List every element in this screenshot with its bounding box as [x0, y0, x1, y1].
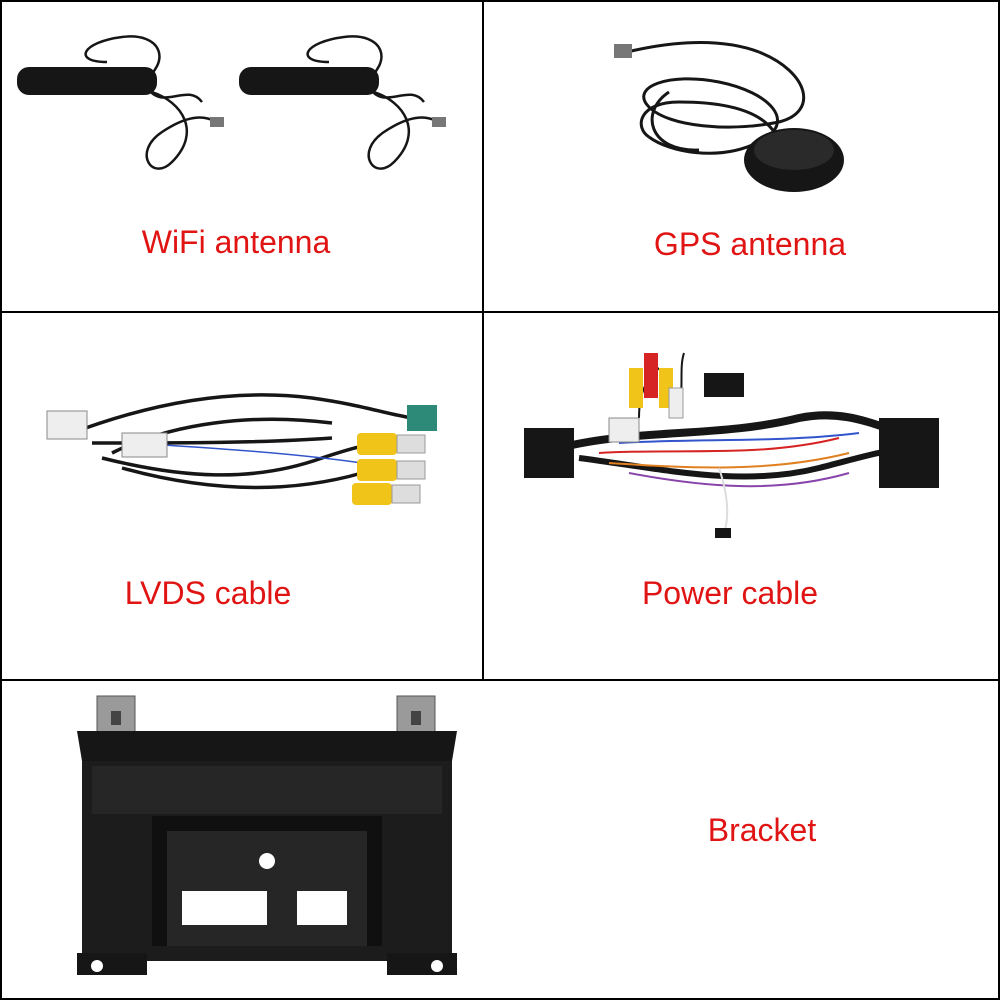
- cell-gps-antenna: GPS antenna: [484, 2, 998, 311]
- lvds-cable-icon: [46, 393, 437, 505]
- cell-bracket: Bracket: [2, 681, 998, 998]
- cell-power-cable: Power cable: [484, 313, 998, 679]
- item-label: LVDS cable: [124, 575, 292, 611]
- divider-column: [482, 0, 484, 681]
- item-label: GPS antenna: [653, 226, 847, 262]
- border-top: [0, 0, 1000, 2]
- border-bottom: [0, 998, 1000, 1000]
- divider-row-2: [0, 679, 1000, 681]
- item-label: Bracket: [707, 812, 817, 848]
- cell-wifi-antenna: WiFi antenna: [2, 2, 482, 311]
- cell-lvds-cable: LVDS cable: [2, 313, 482, 679]
- bracket-icon: [77, 695, 457, 975]
- gps-antenna-icon: [614, 41, 844, 192]
- divider-row-1: [0, 311, 1000, 313]
- power-cable-icon: [524, 352, 939, 538]
- border-left: [0, 0, 2, 1000]
- item-label: WiFi antenna: [141, 224, 331, 260]
- item-label: Power cable: [641, 575, 819, 611]
- border-right: [998, 0, 1000, 1000]
- wifi-antenna-icon: [17, 35, 446, 170]
